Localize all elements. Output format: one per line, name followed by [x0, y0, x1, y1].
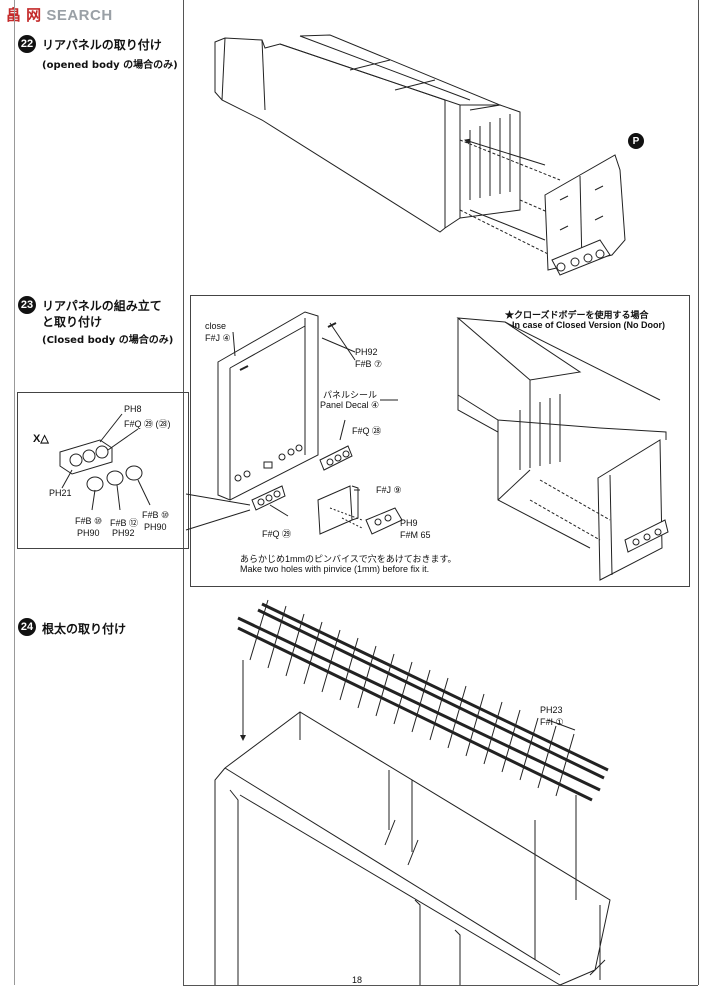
note-en: Make two holes with pinvice (1mm) before… [240, 564, 430, 574]
step-24-badge: 24 [18, 618, 36, 636]
inset-illustration [59, 413, 151, 511]
step-24-title: 根太の取り付け [42, 622, 127, 636]
bottom-border [183, 985, 698, 986]
step-23-subtitle: (Closed body の場合のみ) [42, 335, 174, 346]
closed-version-jp: ★クローズドボデーを使用する場合 [505, 310, 649, 320]
inset-fb10a: F#B ⑩ [75, 516, 103, 526]
label-fb7: F#B ⑦ [355, 359, 383, 369]
watermark-text: SEARCH [46, 7, 113, 24]
inset-fb12: F#B ⑫ [110, 518, 139, 528]
inset-ph92: PH92 [112, 528, 135, 538]
label-fj9: F#J ⑨ [376, 485, 402, 495]
inset-ph90a: PH90 [77, 528, 100, 538]
part-p-badge: P [628, 133, 644, 149]
step-23-title-line2: と取り付け [42, 315, 103, 329]
step-23-title: リアパネルの組み立て [42, 299, 162, 313]
inset-x-mark: X△ [33, 433, 49, 445]
inset-ph21: PH21 [49, 488, 72, 498]
inset-ph90b: PH90 [144, 522, 167, 532]
closed-version-en: In case of Closed Version (No Door) [512, 320, 666, 330]
left-column-divider [183, 0, 184, 985]
page-number: 18 [352, 975, 363, 985]
left-margin-line [14, 0, 15, 985]
label-fi1: F#I ① [540, 717, 564, 727]
step-23-illustration [185, 311, 669, 581]
label-fq28: F#Q ㉘ [352, 426, 382, 436]
label-close: close [205, 321, 227, 331]
inset-fb10b: F#B ⑩ [142, 510, 170, 520]
note-jp: あらかじめ1mmのピンバイスで穴をあけておきます。 [240, 554, 457, 564]
step-23-badge: 23 [18, 296, 36, 314]
label-panel-decal: Panel Decal ④ [320, 400, 380, 410]
step-22-subtitle: (opened body の場合のみ) [42, 60, 178, 71]
label-fq29: F#Q ㉙ [262, 529, 292, 539]
step-23-box [190, 295, 690, 587]
step-22-title: リアパネルの取り付け [42, 38, 162, 52]
label-ph92: PH92 [355, 347, 378, 357]
inset-fq: F#Q ㉙ (㉘) [124, 419, 171, 429]
label-ph23: PH23 [540, 705, 563, 715]
step-22-badge: 22 [18, 35, 36, 53]
inset-ph8: PH8 [124, 404, 142, 414]
label-fj4: F#J ④ [205, 333, 231, 343]
inset-box [17, 392, 189, 549]
right-border [698, 0, 699, 985]
step-22-illustration [214, 34, 626, 276]
label-fm65: F#M 65 [400, 530, 431, 540]
label-panel-seal-jp: パネルシール [323, 390, 378, 400]
step-24-illustration [214, 599, 611, 986]
label-ph9: PH9 [400, 518, 418, 528]
